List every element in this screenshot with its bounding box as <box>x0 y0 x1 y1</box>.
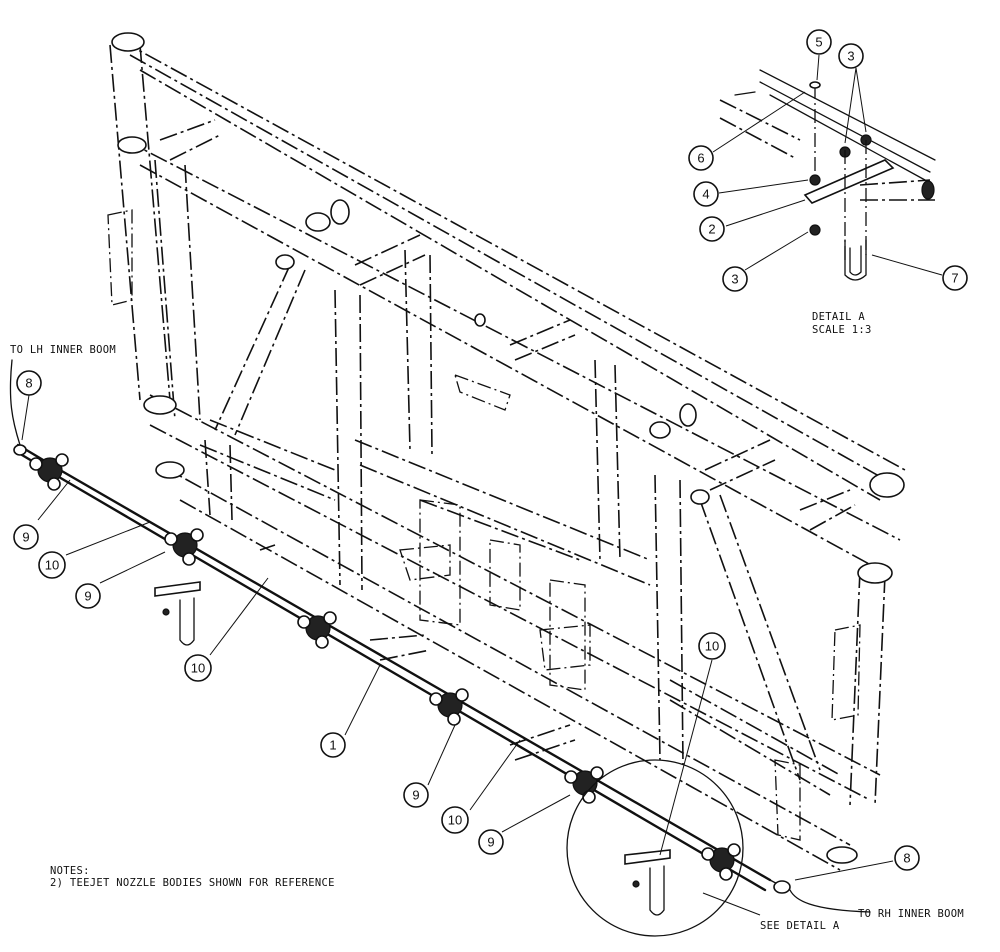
callout-10-b: 10 <box>184 654 212 682</box>
notes-heading: NOTES: <box>50 865 90 877</box>
nozzle-body-3 <box>297 611 337 649</box>
nozzle-body-1 <box>29 453 69 491</box>
callout-6-detail: 6 <box>688 145 714 171</box>
svg-text:3: 3 <box>847 49 854 64</box>
callout-9-b: 9 <box>75 583 101 609</box>
lh-boom-label: TO LH INNER BOOM <box>10 344 116 356</box>
callout-10-a: 10 <box>38 551 66 579</box>
svg-text:10: 10 <box>448 813 462 828</box>
svg-text:9: 9 <box>22 530 29 545</box>
callout-2-detail: 2 <box>699 216 725 242</box>
see-detail-label: SEE DETAIL A <box>760 920 840 932</box>
callout-5-detail: 5 <box>806 29 832 55</box>
leader-lines <box>21 54 943 916</box>
callout-9-a: 9 <box>13 524 39 550</box>
nozzle-body-2 <box>164 528 204 566</box>
callout-4-detail: 4 <box>693 181 719 207</box>
rh-boom-label: TO RH INNER BOOM <box>858 908 964 920</box>
callout-3-detail-top: 3 <box>838 43 864 69</box>
boom-frame <box>107 32 906 871</box>
callout-10-c: 10 <box>441 806 469 834</box>
svg-text:9: 9 <box>412 788 419 803</box>
callout-9-d: 9 <box>478 829 504 855</box>
nozzle-bodies <box>29 453 741 881</box>
callout-8-rh: 8 <box>894 845 920 871</box>
svg-text:8: 8 <box>903 851 910 866</box>
svg-text:7: 7 <box>951 271 958 286</box>
callout-10-d: 10 <box>698 632 726 660</box>
detail-circle <box>566 759 744 937</box>
svg-text:9: 9 <box>84 589 91 604</box>
callout-8-lh: 8 <box>16 370 42 396</box>
svg-text:1: 1 <box>329 738 336 753</box>
svg-text:10: 10 <box>705 639 719 654</box>
nozzle-body-6 <box>701 843 741 881</box>
svg-text:4: 4 <box>702 187 709 202</box>
svg-text:10: 10 <box>191 661 205 676</box>
svg-text:8: 8 <box>25 376 32 391</box>
svg-text:3: 3 <box>731 272 738 287</box>
notes-line-2: 2) TEEJET NOZZLE BODIES SHOWN FOR REFERE… <box>50 877 335 889</box>
nozzle-body-4 <box>429 688 469 726</box>
callout-7-detail: 7 <box>942 265 968 291</box>
callout-1: 1 <box>320 732 346 758</box>
detail-a-view <box>719 69 936 281</box>
callout-9-c: 9 <box>403 782 429 808</box>
callout-3-detail-bottom: 3 <box>722 266 748 292</box>
svg-text:2: 2 <box>708 222 715 237</box>
u-bolt-mounts <box>154 581 671 916</box>
svg-text:5: 5 <box>815 35 822 50</box>
svg-text:9: 9 <box>487 835 494 850</box>
svg-text:10: 10 <box>45 558 59 573</box>
detail-title: DETAIL A <box>812 311 865 323</box>
nozzle-body-5 <box>564 766 604 804</box>
callout-bubbles: 8 9 10 9 10 1 9 10 9 10 8 5 3 6 4 2 3 7 <box>13 29 968 871</box>
detail-scale: SCALE 1:3 <box>812 324 872 336</box>
text-labels: TO LH INNER BOOM TO RH INNER BOOM SEE DE… <box>10 311 964 932</box>
svg-text:6: 6 <box>697 151 704 166</box>
